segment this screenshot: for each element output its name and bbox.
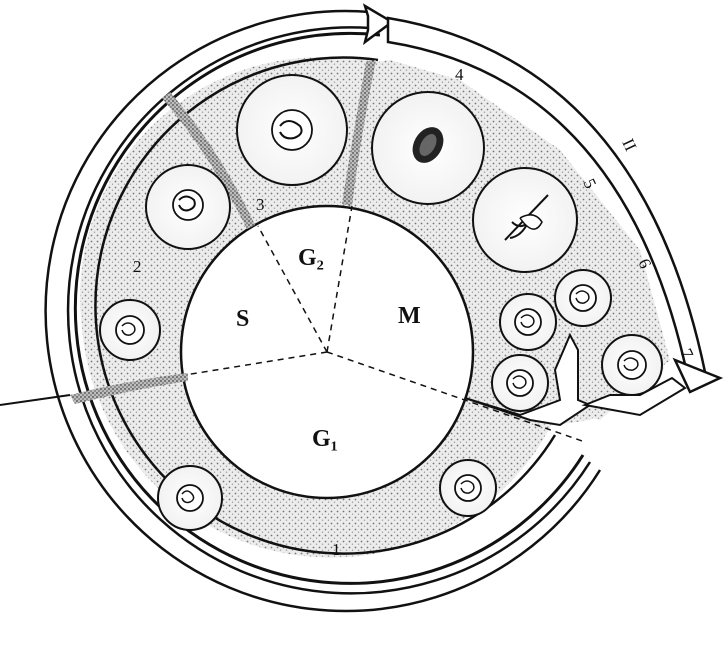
return-arrow-2 [581, 376, 687, 417]
cell-stage-2a [99, 299, 161, 361]
stage-2: 2 [133, 257, 142, 276]
outer-ring-border [73, 31, 585, 585]
boundary-band-2 [162, 92, 255, 229]
cell-stage-2b [145, 164, 231, 250]
phase-II-arrowhead [672, 357, 723, 394]
sector-dividers [184, 205, 586, 443]
left-tick-line [0, 394, 71, 406]
ring-inner-border [94, 56, 557, 555]
label-s: S [236, 306, 249, 332]
label-m: M [398, 303, 421, 329]
cell-stage-6a [554, 269, 612, 327]
label-g2: G₂ [298, 245, 324, 271]
cell-stage-5 [472, 167, 578, 273]
cell-stage-6b [499, 293, 557, 351]
cell-stage-1a [157, 465, 223, 531]
phase-II-label: II [618, 136, 640, 155]
cell-stage-1b [439, 459, 497, 517]
stage-1: 1 [332, 540, 341, 559]
boundary-band-1 [70, 373, 188, 404]
cell-stage-6c [491, 354, 549, 412]
stage-4: 4 [455, 65, 464, 84]
cell-stage-7 [601, 334, 663, 396]
return-arrow-1 [464, 332, 593, 427]
outer-arrow-band-2 [44, 9, 602, 613]
outer-arrow-band-1 [66, 26, 592, 595]
stage-3: 3 [256, 195, 265, 214]
label-g1: G₁ [312, 426, 338, 452]
boundary-band-3 [342, 60, 376, 206]
cell-stage-3 [236, 74, 348, 186]
cell-stage-4 [371, 91, 485, 205]
